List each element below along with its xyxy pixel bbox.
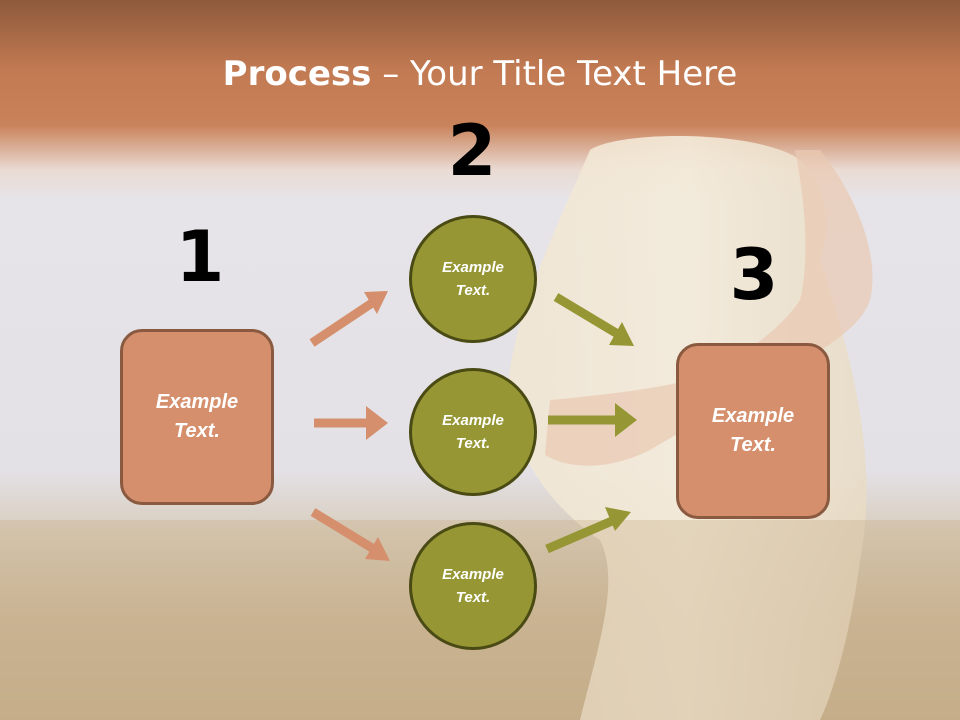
arrow-middle-to-3 bbox=[548, 403, 637, 437]
arrow-1-to-bottom bbox=[310, 508, 390, 561]
arrow-1-to-top bbox=[309, 291, 388, 347]
step-number-1: 1 bbox=[175, 216, 225, 298]
title-rest: Your Title Text Here bbox=[410, 54, 738, 94]
step-1-box: Example Text. bbox=[120, 329, 274, 505]
step-1-label: Example Text. bbox=[155, 391, 239, 442]
arrow-top-to-3 bbox=[553, 293, 634, 346]
arrow-1-to-middle bbox=[314, 406, 388, 440]
slide-title: Process – Your Title Text Here bbox=[0, 52, 960, 96]
step-2-circle-middle-label: Example Text. bbox=[442, 412, 504, 452]
step-number-3: 3 bbox=[729, 234, 779, 316]
step-2-circle-top-label: Example Text. bbox=[442, 259, 504, 299]
step-3-label: Example Text. bbox=[711, 405, 795, 456]
step-2-circle-bottom-label: Example Text. bbox=[442, 566, 504, 606]
title-separator: – bbox=[371, 54, 411, 94]
step-2-circle-bottom: Example Text. bbox=[409, 522, 537, 650]
title-bold: Process bbox=[222, 54, 372, 94]
step-2-circle-top: Example Text. bbox=[409, 215, 537, 343]
step-3-box: Example Text. bbox=[676, 343, 830, 519]
step-number-2: 2 bbox=[447, 110, 497, 192]
arrow-bottom-to-3 bbox=[545, 507, 631, 554]
step-2-circle-middle: Example Text. bbox=[409, 368, 537, 496]
